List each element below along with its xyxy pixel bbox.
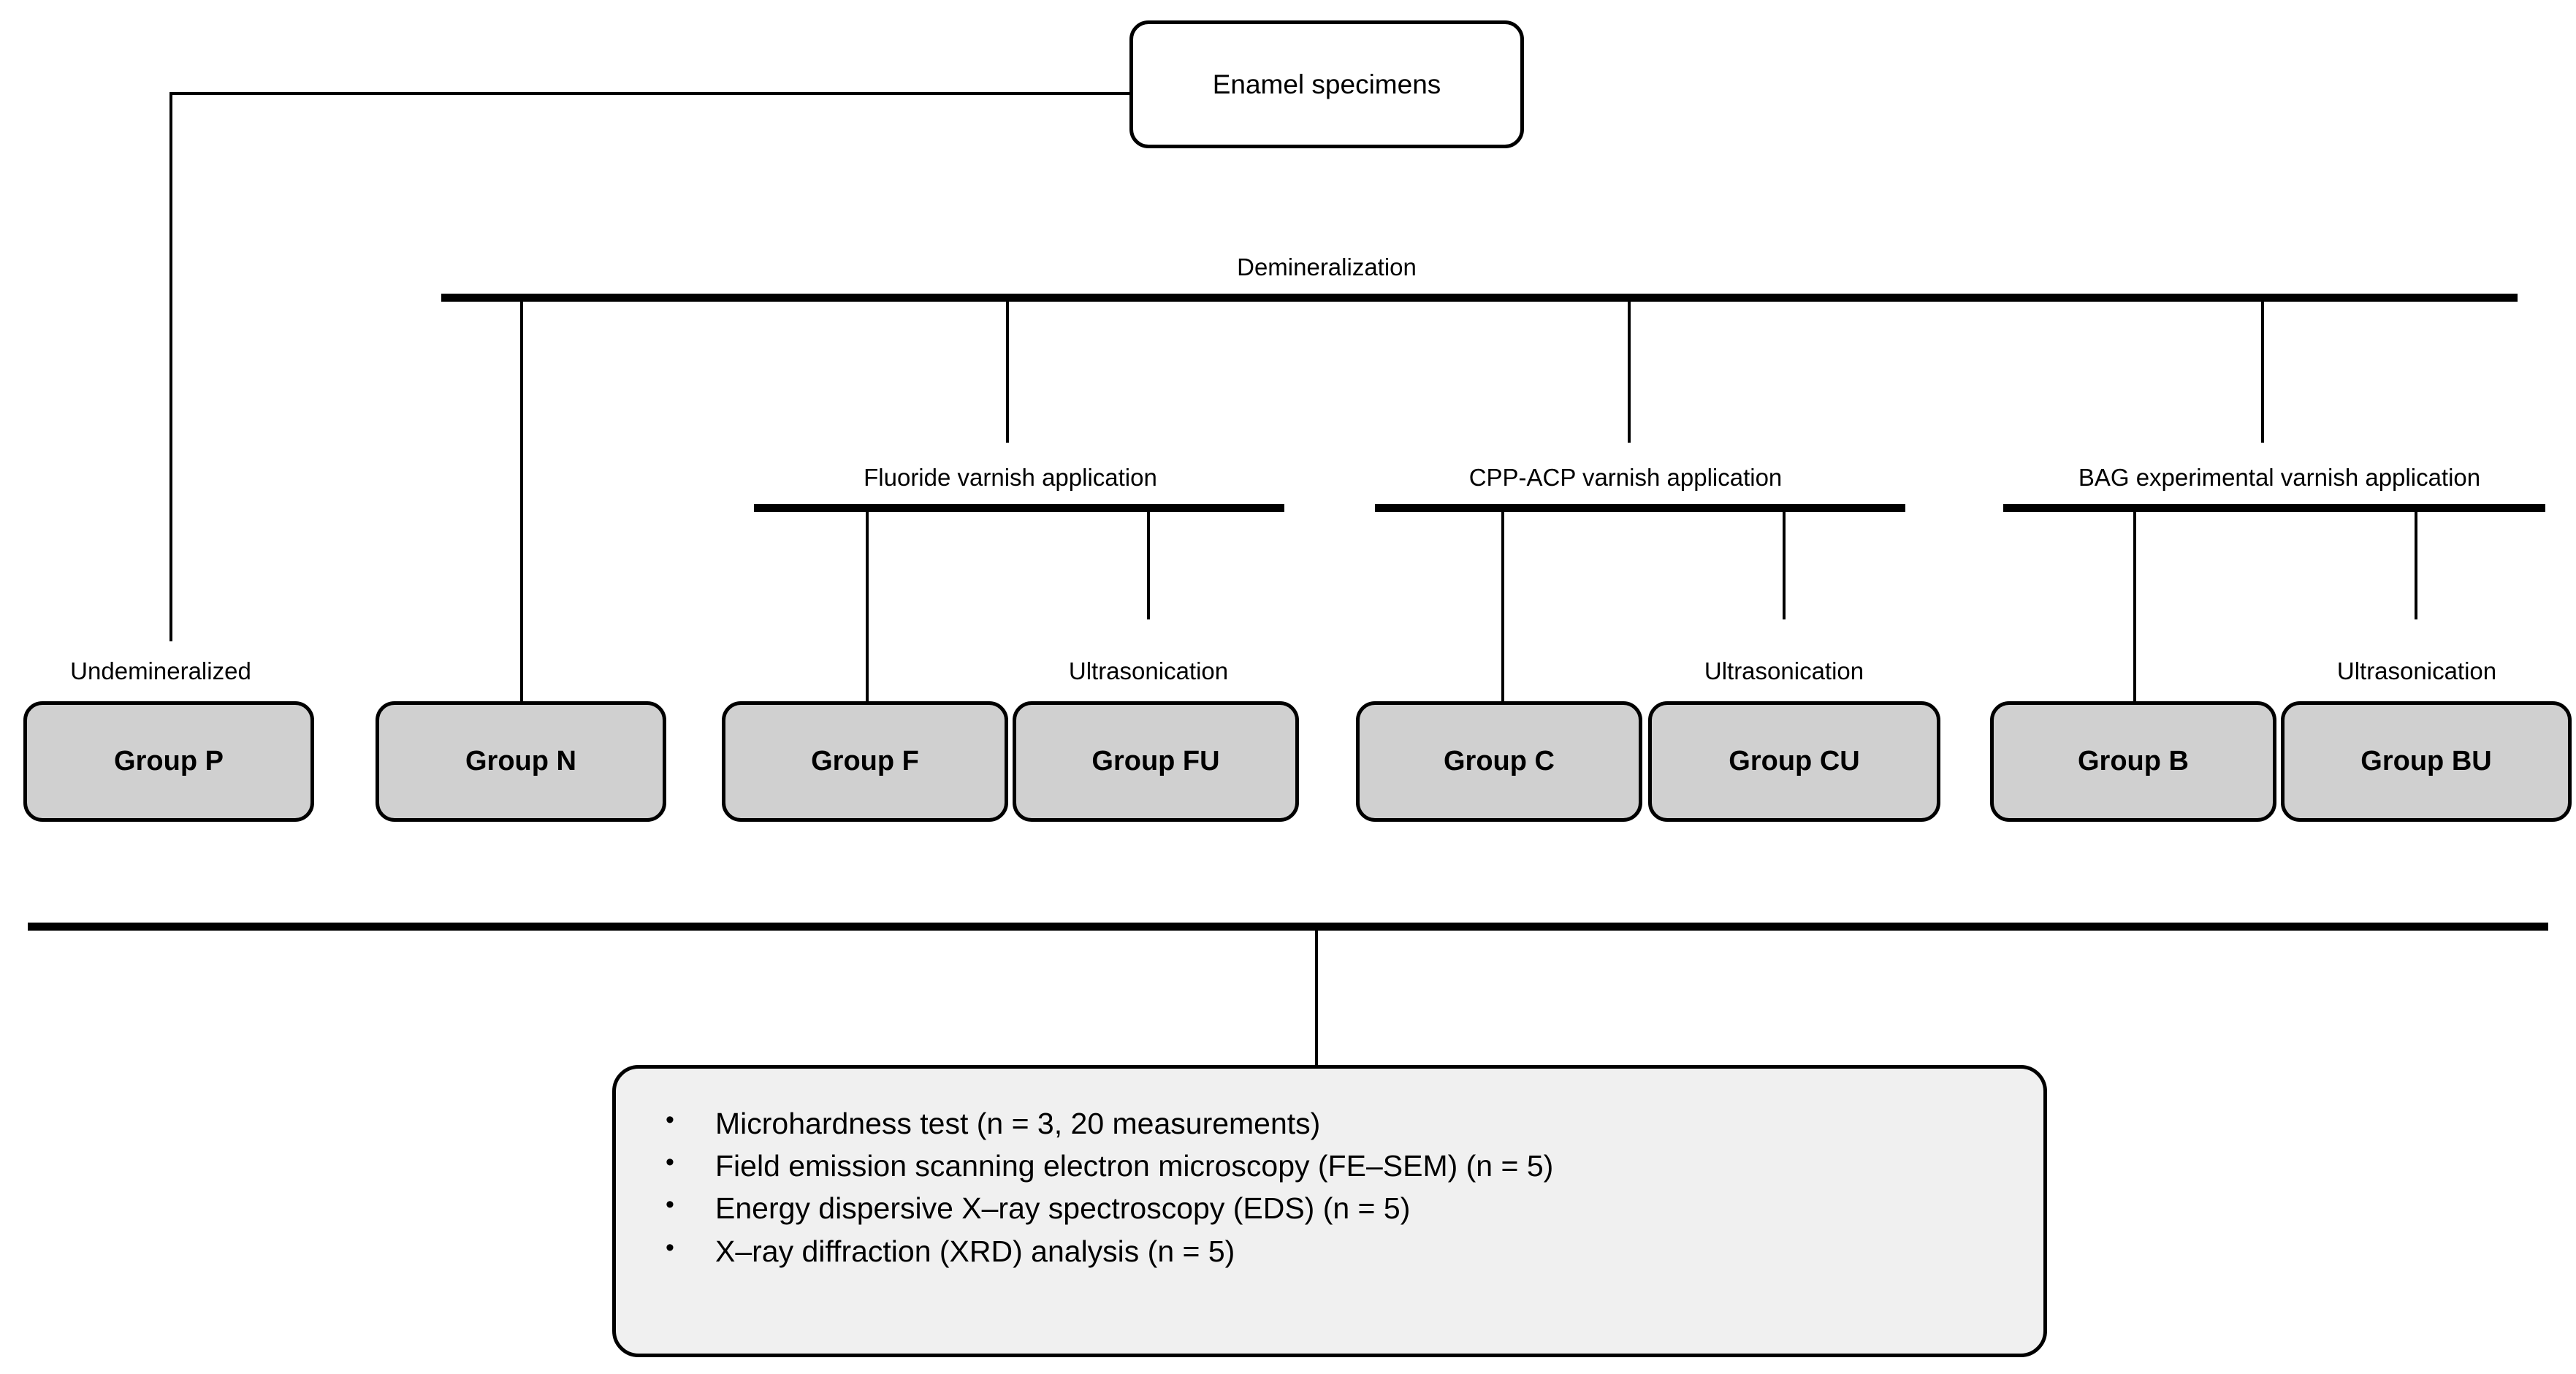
- tests-list-item: X–ray diffraction (XRD) analysis (n = 5): [660, 1230, 2043, 1272]
- connector-fluoride-to-group-fu: [1147, 508, 1150, 619]
- branch-caption-ultrasonication-bag: Ultrasonication: [2336, 657, 2497, 684]
- stage-bar-evaluation: [28, 923, 2548, 931]
- node-group-b: Group B: [1990, 701, 2276, 822]
- stage-label-bag-varnish: BAG experimental varnish application: [2078, 464, 2481, 491]
- node-group-cu-label: Group CU: [1729, 746, 1860, 776]
- node-group-cu: Group CU: [1648, 701, 1940, 822]
- node-group-n-label: Group N: [465, 746, 576, 776]
- connector-cppacp-to-group-c: [1501, 508, 1504, 701]
- node-group-bu: Group BU: [2281, 701, 2572, 822]
- node-tests-box: Microhardness test (n = 3, 20 measuremen…: [612, 1065, 2047, 1357]
- node-group-bu-label: Group BU: [2360, 746, 2492, 776]
- connector-bag-to-group-bu: [2415, 508, 2417, 619]
- stage-bar-demineralization: [441, 294, 2518, 302]
- branch-caption-ultrasonication-cppacp: Ultrasonication: [1704, 657, 1864, 684]
- node-group-f-label: Group F: [811, 746, 919, 776]
- node-group-b-label: Group B: [2078, 746, 2189, 776]
- node-group-c-label: Group C: [1444, 746, 1555, 776]
- stage-bar-cppacp-varnish: [1375, 504, 1905, 512]
- stage-bar-fluoride-varnish: [754, 504, 1284, 512]
- node-enamel-specimens-label: Enamel specimens: [1212, 69, 1441, 99]
- node-group-f: Group F: [722, 701, 1008, 822]
- connector-cppacp-to-group-cu: [1783, 508, 1786, 619]
- tests-list-item: Field emission scanning electron microsc…: [660, 1145, 2043, 1187]
- node-group-n: Group N: [376, 701, 666, 822]
- stage-label-cppacp-varnish: CPP-ACP varnish application: [1468, 464, 1783, 491]
- node-group-p: Group P: [23, 701, 314, 822]
- connector-fluoride-to-group-f: [866, 508, 869, 701]
- node-group-fu-label: Group FU: [1091, 746, 1220, 776]
- branch-caption-undemineralized: Undemineralized: [70, 657, 251, 684]
- node-group-c: Group C: [1356, 701, 1642, 822]
- connector-demineralization-to-bag: [2261, 298, 2264, 443]
- connector-bag-to-group-b: [2133, 508, 2136, 701]
- connector-evaluation-to-tests-box: [1315, 931, 1318, 1068]
- connector-demineralization-to-fluoride: [1006, 298, 1009, 443]
- tests-list: Microhardness test (n = 3, 20 measuremen…: [616, 1069, 2043, 1272]
- node-enamel-specimens: Enamel specimens: [1129, 20, 1524, 148]
- stage-bar-bag-varnish: [2003, 504, 2545, 512]
- connector-demineralization-to-cppacp: [1628, 298, 1631, 443]
- connector-demineralization-to-group-n: [520, 298, 523, 701]
- branch-caption-ultrasonication-fluoride: Ultrasonication: [1068, 657, 1229, 684]
- connector-root-to-left-elbow: [169, 92, 1131, 95]
- connector-left-vertical-to-group-p: [169, 92, 172, 641]
- node-group-fu: Group FU: [1013, 701, 1299, 822]
- tests-list-item: Energy dispersive X–ray spectroscopy (ED…: [660, 1187, 2043, 1229]
- stage-label-fluoride-varnish: Fluoride varnish application: [864, 464, 1157, 491]
- tests-list-item: Microhardness test (n = 3, 20 measuremen…: [660, 1102, 2043, 1145]
- node-group-p-label: Group P: [114, 746, 224, 776]
- stage-label-demineralization: Demineralization: [1237, 253, 1417, 280]
